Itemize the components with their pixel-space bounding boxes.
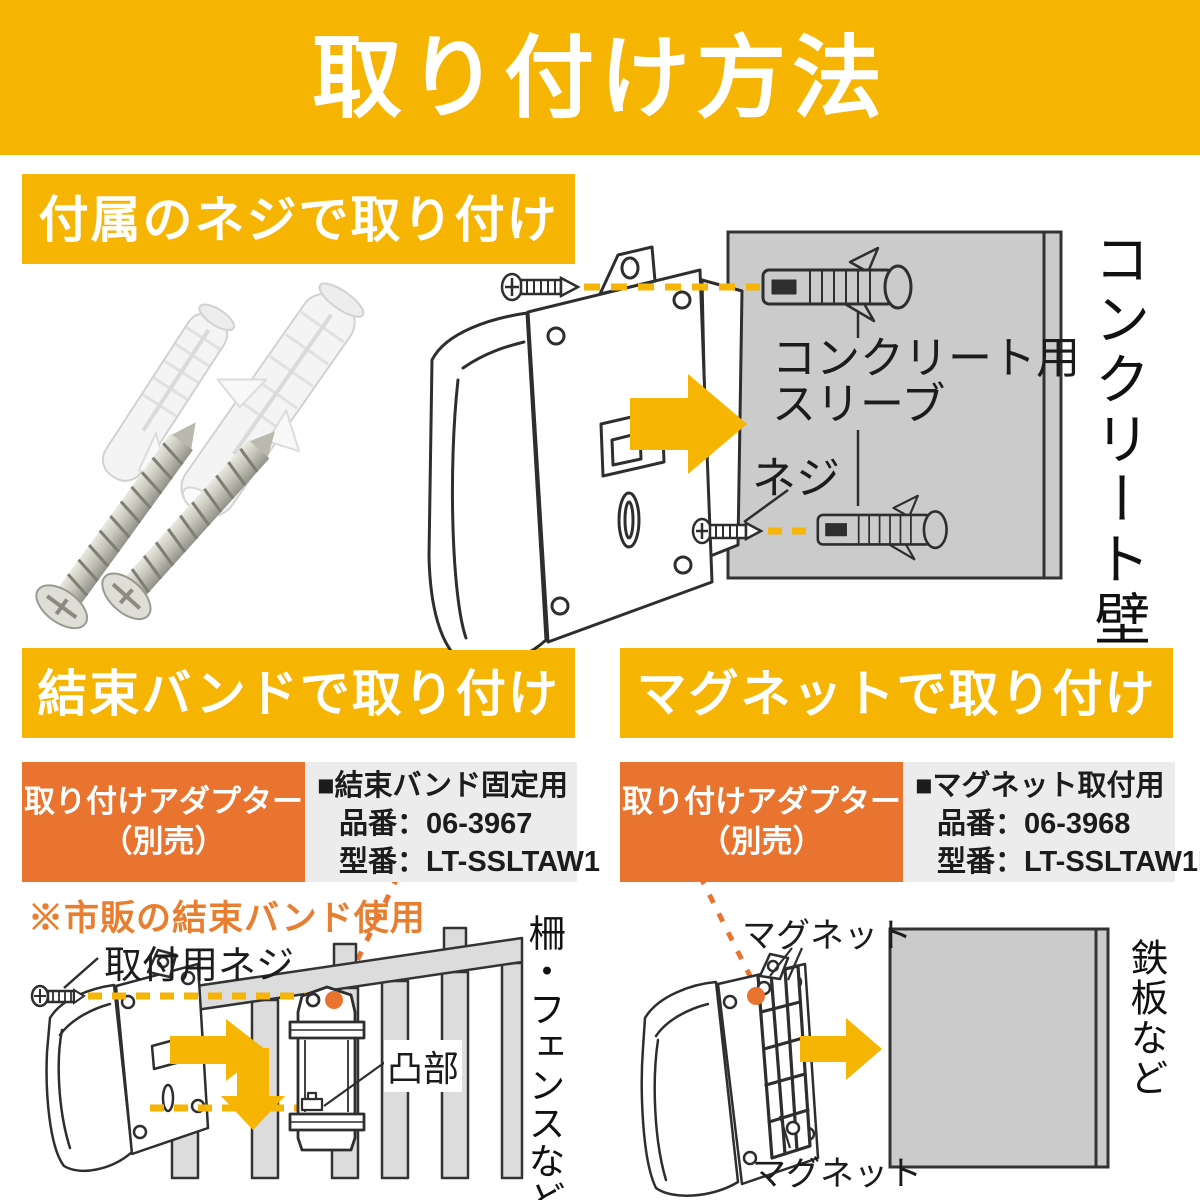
iron-plate xyxy=(888,927,1110,1169)
screw-label: ネジ xyxy=(752,454,840,503)
fence-surface-label: 柵・フェンスなど xyxy=(523,914,564,1200)
magnet-label-top: マグネット xyxy=(742,917,912,955)
section-header-band-label: 結束バンドで取り付け xyxy=(37,666,560,722)
arrow-right-icon xyxy=(800,1018,882,1080)
screw-photo-right xyxy=(101,431,275,621)
band-info-box: ■結束バンド固定用 品番：06-3967 型番：LT-SSLTAW1 xyxy=(305,762,600,882)
band-adapter-note: （別売） xyxy=(101,824,226,859)
magnet-adapter-title: 取り付けアダプター xyxy=(622,784,901,819)
magnet-label-leaders xyxy=(769,947,804,1149)
device-line-art-magnet xyxy=(640,952,820,1197)
section-header-screw: 付属のネジで取り付け xyxy=(22,174,575,264)
magnet-label-bottom: マグネット xyxy=(752,1155,922,1193)
device-line-art xyxy=(427,245,744,650)
magnet-model-number: 型番：LT-SSLTAW1M xyxy=(937,846,1200,878)
screw-top-line-art xyxy=(500,272,760,302)
magnet-point-dot xyxy=(747,987,765,1005)
concrete-sleeve-label-line1: コンクリート用 xyxy=(772,334,1080,383)
section-header-band: 結束バンドで取り付け xyxy=(22,648,575,738)
screw-bottom-line-art xyxy=(691,488,814,545)
band-adapter-title: 取り付けアダプター xyxy=(24,784,303,819)
protrusion-label: 凸部 xyxy=(384,1040,463,1092)
title-banner: 取り付け方法 xyxy=(0,0,1200,155)
concrete-sleeve-label-line2: スリーブ xyxy=(772,380,946,429)
band-mount-illustration xyxy=(30,874,524,1180)
magnet-mount-illustration xyxy=(640,874,1110,1197)
iron-plate-label: 鉄板など xyxy=(1124,938,1166,1098)
magnet-info-heading: ■マグネット取付用 xyxy=(915,770,1165,802)
protrusion-leader xyxy=(323,1059,389,1107)
concrete-wall-label: コンクリート壁 xyxy=(1087,230,1150,650)
arrow-right-icon xyxy=(630,374,747,474)
band-adapter-box: 取り付けアダプター （別売） xyxy=(22,762,305,882)
slide-arrows-icon xyxy=(170,1019,285,1130)
concrete-sleeve-bottom xyxy=(816,494,948,561)
band-note: ※市販の結束バンド使用 xyxy=(28,899,426,938)
fence xyxy=(126,926,524,1180)
band-item-number: 品番：06-3967 xyxy=(339,808,533,840)
mount-screw-line-art xyxy=(30,957,99,1008)
screw-mount-illustration xyxy=(35,230,1063,650)
page-title: 取り付け方法 xyxy=(312,29,888,129)
mount-screw-label: 取付用ネジ xyxy=(104,945,295,987)
anchors-screws-photo xyxy=(35,282,365,630)
magnet-adapter-box: 取り付けアダプター （別売） xyxy=(620,762,903,882)
band-model-number: 型番：LT-SSLTAW1 xyxy=(339,846,600,878)
plastic-anchor-small xyxy=(101,303,236,482)
band-adapter-line-art xyxy=(288,985,366,1152)
section-header-magnet: マグネットで取り付け xyxy=(620,648,1173,738)
magnet-info-box: ■マグネット取付用 品番：06-3968 型番：LT-SSLTAW1M xyxy=(903,762,1200,882)
magnet-adapter-note: （別売） xyxy=(699,824,824,859)
concrete-sleeve-label: コンクリート用 スリーブ xyxy=(772,336,1080,428)
section-header-magnet-label: マグネットで取り付け xyxy=(636,666,1157,722)
magnet-item-number: 品番：06-3968 xyxy=(937,808,1131,840)
section-header-screw-label: 付属のネジで取り付け xyxy=(38,192,559,248)
band-info-heading: ■結束バンド固定用 xyxy=(317,770,568,802)
concrete-sleeve-top xyxy=(761,246,913,323)
screw-photo-left xyxy=(35,422,196,630)
band-fix-point-dot xyxy=(325,991,343,1009)
